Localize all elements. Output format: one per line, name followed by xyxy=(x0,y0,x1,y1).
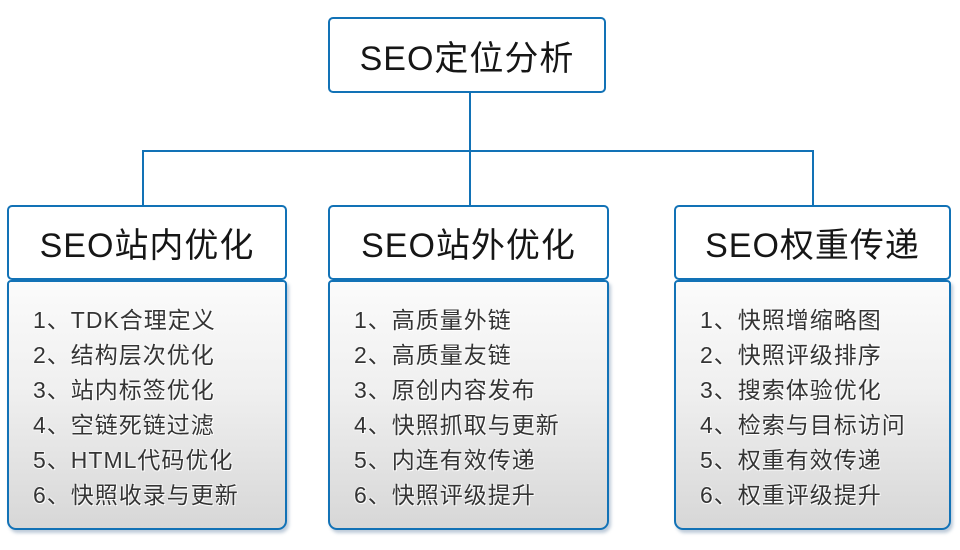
list-item: 4、空链死链过滤 xyxy=(33,412,215,438)
connector-drop-right xyxy=(812,150,814,206)
list-item: 6、权重评级提升 xyxy=(700,482,882,508)
list-item: 1、快照增缩略图 xyxy=(700,307,882,333)
column-weight-list: 1、快照增缩略图 2、快照评级排序 3、搜索体验优化 4、检索与目标访问 5、权… xyxy=(674,280,951,530)
column-onsite-header: SEO站内优化 xyxy=(7,205,287,280)
column-onsite-list: 1、TDK合理定义 2、结构层次优化 3、站内标签优化 4、空链死链过滤 5、H… xyxy=(7,280,287,530)
column-weight-title: SEO权重传递 xyxy=(705,227,920,265)
list-item: 4、快照抓取与更新 xyxy=(354,412,560,438)
list-item: 3、站内标签优化 xyxy=(33,377,215,403)
list-item: 5、权重有效传递 xyxy=(700,447,882,473)
column-offsite-list: 1、高质量外链 2、高质量友链 3、原创内容发布 4、快照抓取与更新 5、内连有… xyxy=(328,280,609,530)
column-onsite-title: SEO站内优化 xyxy=(39,227,255,265)
list-item: 6、快照评级提升 xyxy=(354,482,536,508)
list-item: 2、快照评级排序 xyxy=(700,342,882,368)
list-item: 1、TDK合理定义 xyxy=(33,307,216,333)
list-item: 3、搜索体验优化 xyxy=(700,377,882,403)
list-item: 1、高质量外链 xyxy=(354,307,512,333)
list-item: 6、快照收录与更新 xyxy=(33,482,239,508)
column-weight-header: SEO权重传递 xyxy=(674,205,951,280)
connector-horizontal-rail xyxy=(142,150,814,152)
list-item: 3、原创内容发布 xyxy=(354,377,536,403)
root-node-title: SEO定位分析 xyxy=(359,39,575,78)
list-item: 5、内连有效传递 xyxy=(354,447,536,473)
list-item: 5、HTML代码优化 xyxy=(33,447,234,473)
list-item: 2、高质量友链 xyxy=(354,342,512,368)
list-item: 2、结构层次优化 xyxy=(33,342,215,368)
connector-trunk-line xyxy=(469,93,471,206)
column-offsite-title: SEO站外优化 xyxy=(361,227,576,265)
root-node-seo-positioning: SEO定位分析 xyxy=(328,17,606,93)
connector-drop-left xyxy=(142,150,144,206)
list-item: 4、检索与目标访问 xyxy=(700,412,906,438)
column-offsite-header: SEO站外优化 xyxy=(328,205,609,280)
